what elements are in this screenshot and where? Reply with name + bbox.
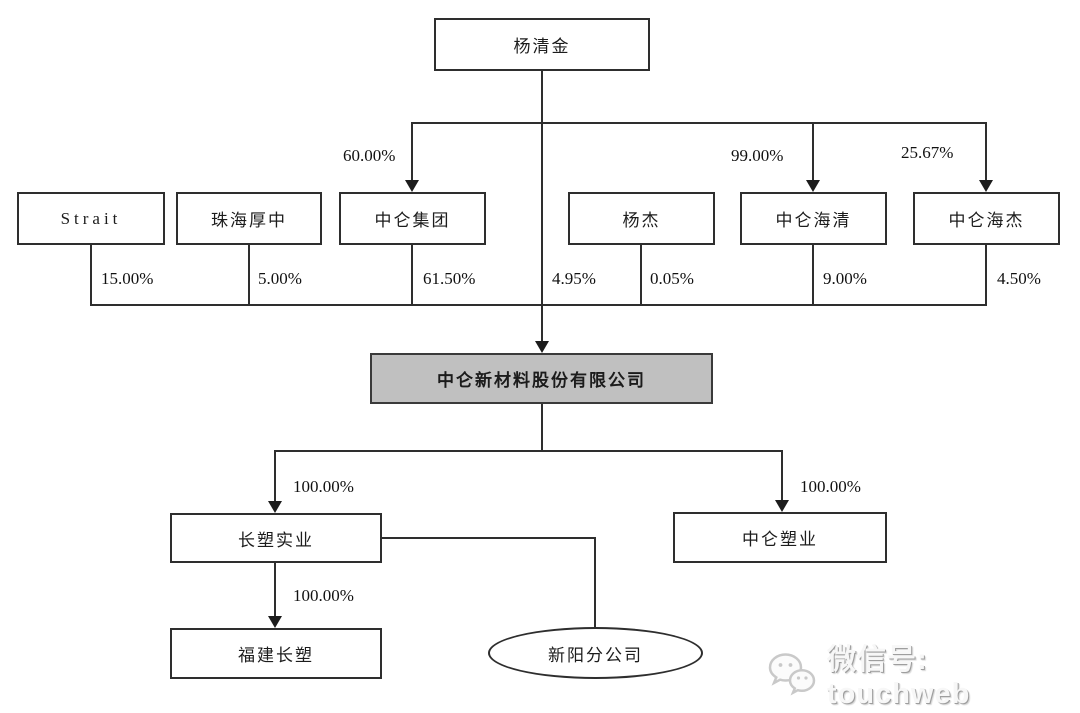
node-company: 中仑新材料股份有限公司	[370, 353, 713, 404]
vline-zhuhai-bus	[248, 245, 250, 306]
branch-office-vline	[594, 537, 596, 628]
arrowhead-icon	[535, 341, 549, 353]
ownership-pct-fujian: 100.00%	[293, 586, 354, 605]
vline-haijie-bus	[985, 245, 987, 306]
ownership-pct-haiqing-top: 99.00%	[731, 146, 784, 165]
vline-jituan-bus	[411, 245, 413, 306]
top-branch-hline	[411, 122, 987, 124]
ownership-pct-yangjie: 0.05%	[650, 269, 694, 288]
arrowhead-icon	[775, 500, 789, 512]
ownership-pct-zhuhai: 5.00%	[258, 269, 302, 288]
node-zhonglun-haiqing: 中仑海清	[740, 192, 887, 245]
ownership-pct-suye: 100.00%	[800, 477, 861, 496]
ownership-pct-haiqing: 9.00%	[823, 269, 867, 288]
ownership-pct-changsu: 100.00%	[293, 477, 354, 496]
ownership-pct-haijie: 4.50%	[997, 269, 1041, 288]
arrowhead-icon	[405, 180, 419, 192]
node-yang-qingjin: 杨清金	[434, 18, 650, 71]
arrowhead-icon	[268, 616, 282, 628]
vline-to-zhonglun-suye	[781, 450, 783, 502]
changsu-down-vline	[274, 563, 276, 618]
node-zhuhai-houzhong: 珠海厚中	[176, 192, 322, 245]
vline-to-changsu	[274, 450, 276, 503]
wechat-icon	[768, 652, 816, 696]
root-vertical-line	[541, 71, 543, 343]
shareholder-bus-hline	[90, 304, 987, 306]
vline-to-zhonglun-haijie	[985, 122, 987, 182]
vline-yangjie-bus	[640, 245, 642, 306]
node-fujian-changsu: 福建长塑	[170, 628, 382, 679]
node-strait: Strait	[17, 192, 165, 245]
ownership-pct-root-direct: 4.95%	[552, 269, 596, 288]
vline-strait-bus	[90, 245, 92, 306]
vline-to-zhonglun-jituan	[411, 122, 413, 182]
ownership-pct-jituan: 61.50%	[423, 269, 476, 288]
node-zhonglun-haijie: 中仑海杰	[913, 192, 1060, 245]
company-vline	[541, 404, 543, 451]
node-xinyang-branch: 新阳分公司	[488, 627, 703, 679]
node-zhonglun-jituan: 中仑集团	[339, 192, 486, 245]
ownership-pct-strait: 15.00%	[101, 269, 154, 288]
ownership-pct-jituan-top: 60.00%	[343, 146, 396, 165]
ownership-pct-haijie-top: 25.67%	[901, 143, 954, 162]
arrowhead-icon	[268, 501, 282, 513]
changsu-branch-hline	[382, 537, 595, 539]
node-zhonglun-suye: 中仑塑业	[673, 512, 887, 563]
node-changsu-shiye: 长塑实业	[170, 513, 382, 563]
watermark-text: 微信号: touchweb	[826, 644, 971, 710]
vline-haiqing-bus	[812, 245, 814, 306]
node-yang-jie: 杨杰	[568, 192, 715, 245]
vline-to-zhonglun-haiqing	[812, 122, 814, 182]
subsidiary-branch-hline	[274, 450, 783, 452]
watermark: 微信号: touchweb	[766, 636, 1080, 711]
arrowhead-icon	[806, 180, 820, 192]
arrowhead-icon	[979, 180, 993, 192]
